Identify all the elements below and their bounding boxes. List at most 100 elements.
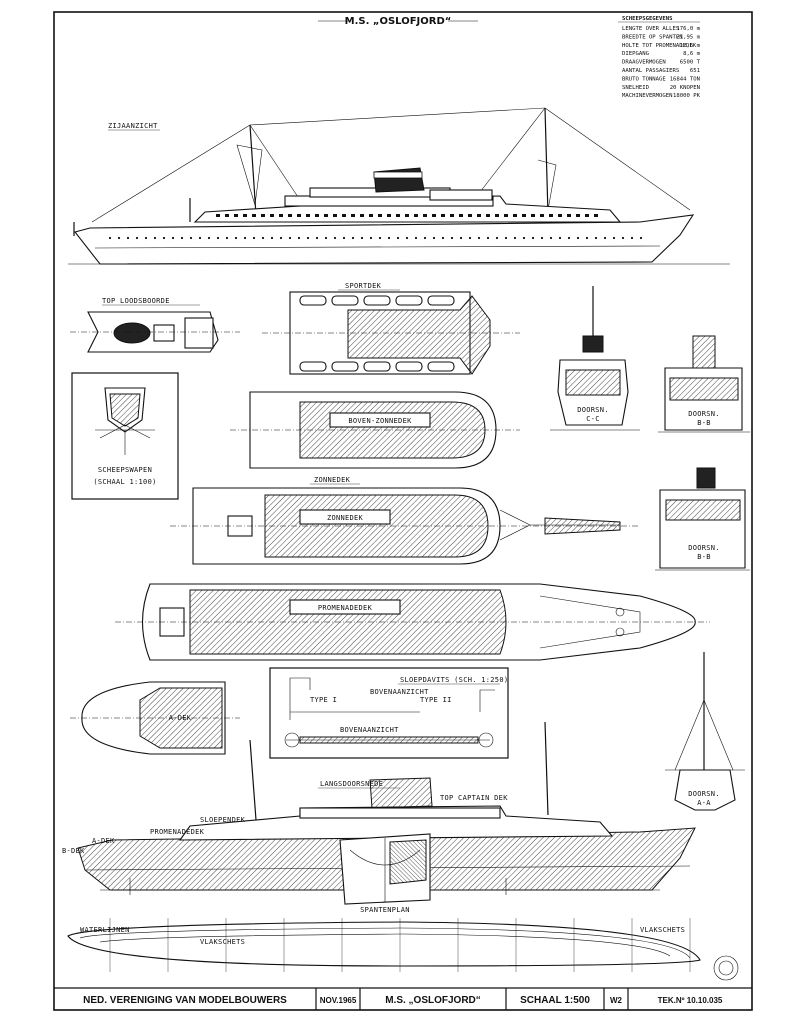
window (396, 214, 400, 217)
window (333, 214, 337, 217)
spec-value: 6500 T (680, 60, 701, 66)
window (486, 214, 490, 217)
porthole (486, 236, 490, 240)
porthole (243, 236, 247, 240)
porthole (522, 236, 526, 240)
porthole (198, 236, 202, 240)
a-deck-l-label: A-DEK (92, 837, 115, 845)
waterline-right-label: VLAKSCHETS (640, 926, 685, 934)
porthole (126, 236, 130, 240)
section-bb-label: DOORSN.B-B (688, 544, 720, 561)
window (324, 214, 328, 217)
davits-title: SLOEPDAVITS (SCH. 1:250) (400, 676, 508, 684)
porthole (576, 236, 580, 240)
porthole (252, 236, 256, 240)
window (468, 214, 472, 217)
spec-label: DRAAGVERMOGEN (622, 60, 666, 66)
spec-value: 176,0 m (676, 26, 700, 32)
porthole (315, 236, 319, 240)
a-deck-plan: A-DEK (70, 681, 240, 755)
window (414, 214, 418, 217)
drawing-date: NOV.1965 (320, 996, 357, 1005)
porthole (288, 236, 292, 240)
lifeboat (395, 295, 423, 306)
porthole (558, 236, 562, 240)
porthole (225, 236, 229, 240)
window (234, 214, 238, 217)
porthole (180, 236, 184, 240)
sundeck-plan: ZONNEDEK ZONNEDEK (170, 476, 640, 565)
spec-label: AANTAL PASSAGIERS (622, 68, 679, 74)
lifeboat (427, 361, 455, 372)
porthole (378, 236, 382, 240)
spec-label: BRUTO TONNAGE (622, 76, 666, 82)
window (279, 214, 283, 217)
porthole (459, 236, 463, 240)
window (594, 214, 598, 217)
porthole (333, 236, 337, 240)
boat-deck-label: TOP LOODSBOORDE (102, 297, 170, 305)
spec-label: SNELHEID (622, 85, 650, 91)
porthole (414, 236, 418, 240)
crest-caption-1: SCHEEPSWAPEN (98, 466, 152, 474)
lifeboat (363, 295, 391, 306)
window (360, 214, 364, 217)
porthole (504, 236, 508, 240)
window (342, 214, 346, 217)
window (522, 214, 526, 217)
porthole (396, 236, 400, 240)
crest-caption-2: (SCHAAL 1:100) (93, 478, 156, 486)
porthole (531, 236, 535, 240)
window (432, 214, 436, 217)
spec-value: 18000 PK (673, 93, 701, 99)
lifeboat (363, 361, 391, 372)
spec-label: DIEPGANG (622, 51, 650, 57)
section-a: DOORSN.A-A (665, 652, 745, 811)
window (288, 214, 292, 217)
upper-sundeck-plan: BOVEN-ZONNEDEK (230, 391, 520, 469)
frame-plan-label: SPANTENPLAN (360, 906, 410, 914)
window (513, 214, 517, 217)
longitudinal-section: LANGSDOORSNEDE TOP CAPTAIN DEK SLOEPENDE… (62, 721, 696, 914)
window (477, 214, 481, 217)
spec-label: MACHINEVERMOGEN (622, 93, 673, 99)
window (540, 214, 544, 217)
porthole (261, 236, 265, 240)
section-c-label: DOORSN.C-C (577, 406, 609, 423)
window (531, 214, 535, 217)
spec-label: BREEDTE OP SPANTEN (622, 34, 683, 40)
sheet-number: W2 (610, 996, 623, 1005)
window (549, 214, 553, 217)
promenade-l-label: PROMENADEDEK (150, 828, 205, 836)
sport-deck-plan: SPORTDEK (262, 282, 520, 375)
lifeboat (299, 361, 327, 372)
section-b: DOORSN.B-B (658, 335, 750, 433)
davits-box: SLOEPDAVITS (SCH. 1:250) TYPE I TYPE II … (269, 667, 509, 759)
porthole (639, 236, 643, 240)
side-view: ZIJAANZICHT (68, 107, 730, 265)
title-block: NED. VERENIGING VAN MODELBOUWERS NOV.196… (54, 987, 752, 1010)
porthole (144, 236, 148, 240)
window (270, 214, 274, 217)
window (585, 214, 589, 217)
porthole (549, 236, 553, 240)
porthole (324, 236, 328, 240)
b-deck-l-label: B-DEK (62, 847, 85, 855)
porthole (369, 236, 373, 240)
ship-name: M.S. „OSLOFJORD“ (385, 995, 481, 1006)
porthole (387, 236, 391, 240)
org-name: NED. VERENIGING VAN MODELBOUWERS (83, 995, 287, 1006)
waterline-plan: WATERLIJNEN VLAKSCHETS VLAKSCHETS (67, 918, 739, 981)
porthole (450, 236, 454, 240)
davits-type2: TYPE II (420, 696, 452, 704)
window (369, 214, 373, 217)
porthole (189, 236, 193, 240)
section-c: DOORSN.C-C (550, 286, 640, 431)
spec-value: 21,95 m (676, 34, 700, 40)
drawing-number: TEK.Nº 10.10.035 (658, 996, 723, 1005)
window (252, 214, 256, 217)
sport-deck-label: SPORTDEK (345, 282, 382, 290)
porthole (594, 236, 598, 240)
spec-value: 8,6 m (683, 51, 700, 57)
porthole (585, 236, 589, 240)
